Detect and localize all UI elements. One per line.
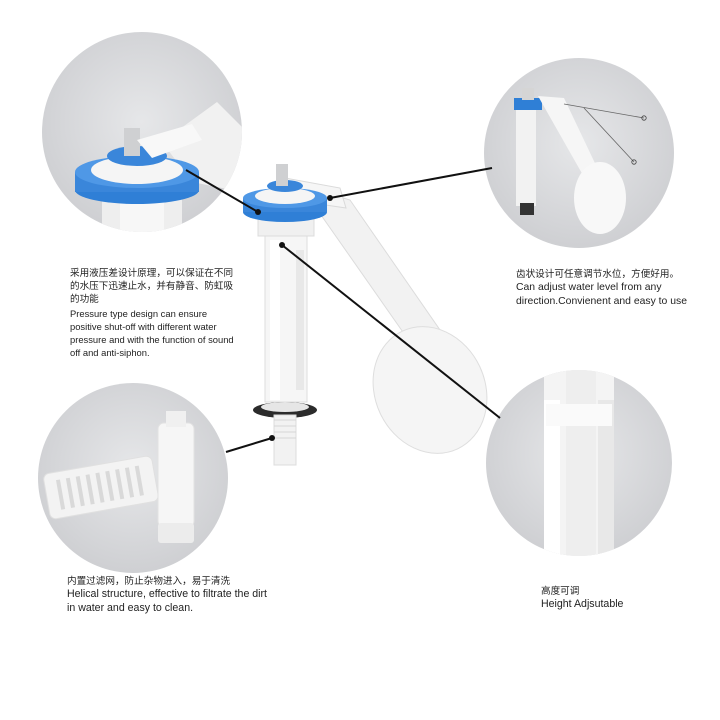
caption-height: 高度可调 Height Adjsutable	[541, 585, 691, 611]
valve-head-closeup-image	[75, 102, 242, 232]
caption-filter-zh: 内置过滤网，防止杂物进入，易于清洗	[67, 576, 231, 587]
float-arm-closeup-image	[514, 88, 647, 234]
caption-pressure-en: Pressure type design can ensure positive…	[70, 307, 234, 359]
caption-filter-en: Helical structure, effective to filtrate…	[67, 588, 267, 614]
caption-pressure-design: 采用液压差设计原理，可以保证在不同的水压下迅速止水，并有静音、防虹吸的功能 Pr…	[70, 267, 240, 359]
caption-water-level-zh: 齿状设计可任意调节水位，方便好用。	[516, 269, 680, 280]
detail-circle-height	[486, 370, 672, 556]
caption-pressure-zh: 采用液压差设计原理，可以保证在不同的水压下迅速止水，并有静音、防虹吸的功能	[70, 268, 234, 306]
detail-circle-filter	[38, 383, 228, 573]
detail-circle-water-level	[484, 58, 674, 248]
leader-line-water-level	[329, 167, 493, 199]
leader-line-valve-head	[185, 169, 259, 213]
caption-water-level-en: Can adjust water level from any directio…	[516, 282, 687, 307]
detail-circle-valve-head	[42, 32, 242, 232]
caption-filter: 内置过滤网，防止杂物进入，易于清洗 Helical structure, eff…	[67, 575, 267, 615]
adjustable-tube-closeup-image	[544, 370, 614, 556]
caption-height-en: Height Adjsutable	[541, 598, 624, 611]
caption-height-zh: 高度可调	[541, 586, 580, 597]
caption-water-level: 齿状设计可任意调节水位，方便好用。 Can adjust water level…	[516, 268, 696, 308]
leader-line-filter	[225, 437, 273, 453]
filter-mesh-closeup-image	[43, 411, 195, 543]
leader-line-height	[281, 244, 501, 419]
